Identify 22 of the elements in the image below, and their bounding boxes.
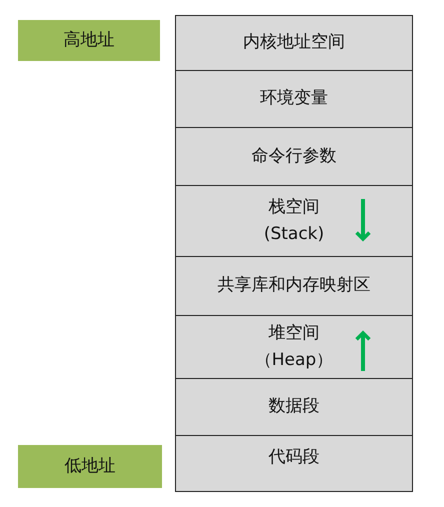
memory-segment <box>175 185 413 257</box>
address-label <box>18 445 162 488</box>
segment-text: 高地址 <box>64 28 114 52</box>
memory-segment <box>175 127 413 186</box>
memory-segment <box>175 256 413 316</box>
memory-segment <box>175 378 413 436</box>
segment-text: (Stack) <box>264 223 324 246</box>
address-label <box>18 20 160 61</box>
memory-segment <box>175 315 413 379</box>
segment-text: 内核地址空间 <box>243 31 345 54</box>
memory-segment <box>175 15 413 71</box>
segment-text: 堆空间 <box>268 322 320 345</box>
memory-segment <box>175 435 413 492</box>
segment-text: 数据段 <box>268 395 320 418</box>
segment-text: （Heap） <box>254 349 334 372</box>
segment-text: 环境变量 <box>260 87 328 110</box>
segment-text: 栈空间 <box>268 196 320 219</box>
segment-text: 低地址 <box>64 454 116 478</box>
segment-text: 命令行参数 <box>252 144 336 168</box>
memory-segment <box>175 70 413 128</box>
segment-text: 代码段 <box>268 446 320 469</box>
segment-text: 共享库和内存映射区 <box>218 274 370 298</box>
